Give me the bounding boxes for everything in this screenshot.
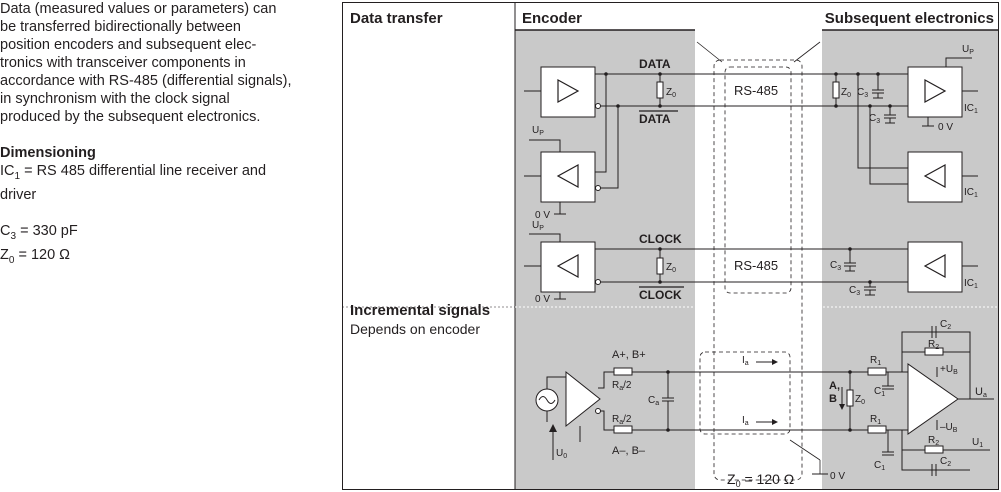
- ab-label-2: B: [829, 393, 837, 405]
- intro-line: produced by the subsequent electronics.: [0, 109, 261, 125]
- ic1-label-1: IC1: [964, 103, 978, 115]
- r2-label-lower: R2: [928, 435, 939, 447]
- data-bar-label: DATA: [639, 112, 671, 126]
- clock-z0-label: Z0: [666, 262, 676, 274]
- ic1-label-3: IC1: [964, 278, 978, 290]
- rs485-data-label: RS-485: [734, 83, 778, 98]
- ub-minus-label: –UB: [940, 422, 958, 434]
- r1-label-lower: R1: [870, 414, 881, 426]
- clock-label: CLOCK: [639, 232, 682, 246]
- cable-shield: [699, 59, 803, 481]
- diagram-frame: [342, 2, 999, 490]
- ic1-definition: IC1 = RS 485 differential line receiver …: [0, 163, 267, 182]
- ub-plus-label: +UB: [940, 364, 958, 376]
- encoder-amplifier: [565, 370, 601, 428]
- subsequent-ground-label: 0 V: [938, 122, 953, 133]
- r2-label-upper: R2: [928, 339, 939, 351]
- a-plus-label: A+, B+: [612, 349, 646, 361]
- intro-line: Data (measured values or parameters) can: [0, 1, 277, 17]
- circuit-diagram: Data transfer Encoder Subsequent electro…: [342, 2, 999, 490]
- ic1-definition-cont: driver: [0, 186, 37, 203]
- incremental-subheading: Depends on encoder: [350, 321, 480, 337]
- ic1-label-2: IC1: [964, 187, 978, 199]
- incremental-heading: Incremental signals: [350, 302, 490, 319]
- encoder-data-receiver: [540, 151, 596, 203]
- c2-label-lower: C2: [940, 456, 951, 468]
- encoder-data-driver: [540, 66, 596, 118]
- ab-label: A,: [829, 380, 840, 392]
- encoder-z0-label: Z0: [666, 87, 676, 99]
- intro-line: accordance with RS-485 (differential sig…: [0, 73, 292, 89]
- ra2-label-upper: Ra/2: [612, 380, 632, 392]
- z0-value: Z0 = 120 Ω: [0, 246, 71, 266]
- ca-label: Ca: [648, 395, 659, 407]
- encoder-ground-label: 0 V: [535, 210, 550, 221]
- up-label: UP: [532, 125, 544, 137]
- c3-label-lower: C3: [869, 113, 880, 125]
- subsequent-clock-driver: [907, 241, 963, 293]
- c2-label-upper: C2: [940, 319, 951, 331]
- clock-c3-lower: C3: [849, 285, 860, 297]
- subsequent-data-receiver: [907, 66, 963, 118]
- ra2-label-lower: Ra/2: [612, 414, 632, 426]
- incremental-c1-lower: C1: [874, 460, 885, 472]
- z0-bottom-label: Z0 = 120 Ω: [727, 471, 794, 489]
- u0-label: U0: [556, 448, 567, 460]
- a-plus-line: [598, 371, 892, 389]
- subsequent-up-label: UP: [962, 44, 974, 56]
- u1-label: U1: [972, 437, 983, 449]
- description-text: Data (measured values or parameters) can…: [0, 0, 330, 270]
- encoder-heading: Encoder: [522, 10, 582, 27]
- c3-label-upper: C3: [857, 87, 868, 99]
- data-transfer-heading: Data transfer: [350, 10, 443, 27]
- c3-value: C3 = 330 pF: [0, 222, 78, 242]
- subsequent-z0-label: Z0: [841, 87, 851, 99]
- subsequent-data-driver: [907, 151, 963, 203]
- intro-line: in synchronism with the clock signal: [0, 91, 230, 107]
- rs485-clock-label: RS-485: [734, 258, 778, 273]
- ia-lower-label: Ia: [742, 415, 749, 427]
- encoder-clock-receiver: [540, 241, 596, 293]
- clock-up-label: UP: [532, 220, 544, 232]
- ua-label: Ua: [975, 386, 987, 399]
- intro-line: be transferred bidirectionally between: [0, 19, 241, 35]
- a-minus-label: A–, B–: [612, 445, 646, 457]
- shield-ground-label: 0 V: [830, 471, 845, 482]
- intro-line: tronics with transceiver components in: [0, 55, 246, 71]
- subsequent-heading: Subsequent electronics: [825, 10, 994, 27]
- data-label: DATA: [639, 57, 671, 71]
- difference-amplifier: [907, 363, 959, 435]
- incremental-z0-label: Z0: [855, 394, 865, 406]
- intro-line: position encoders and subsequent elec-: [0, 37, 257, 53]
- clock-c3-upper: C3: [830, 260, 841, 272]
- r1-label-upper: R1: [870, 355, 881, 367]
- incremental-c1-upper: C1: [874, 386, 885, 398]
- ia-upper-label: Ia: [742, 355, 749, 367]
- clock-ground-label: 0 V: [535, 294, 550, 305]
- clock-bar-label: CLOCK: [639, 288, 682, 302]
- dimensioning-heading: Dimensioning: [0, 145, 96, 161]
